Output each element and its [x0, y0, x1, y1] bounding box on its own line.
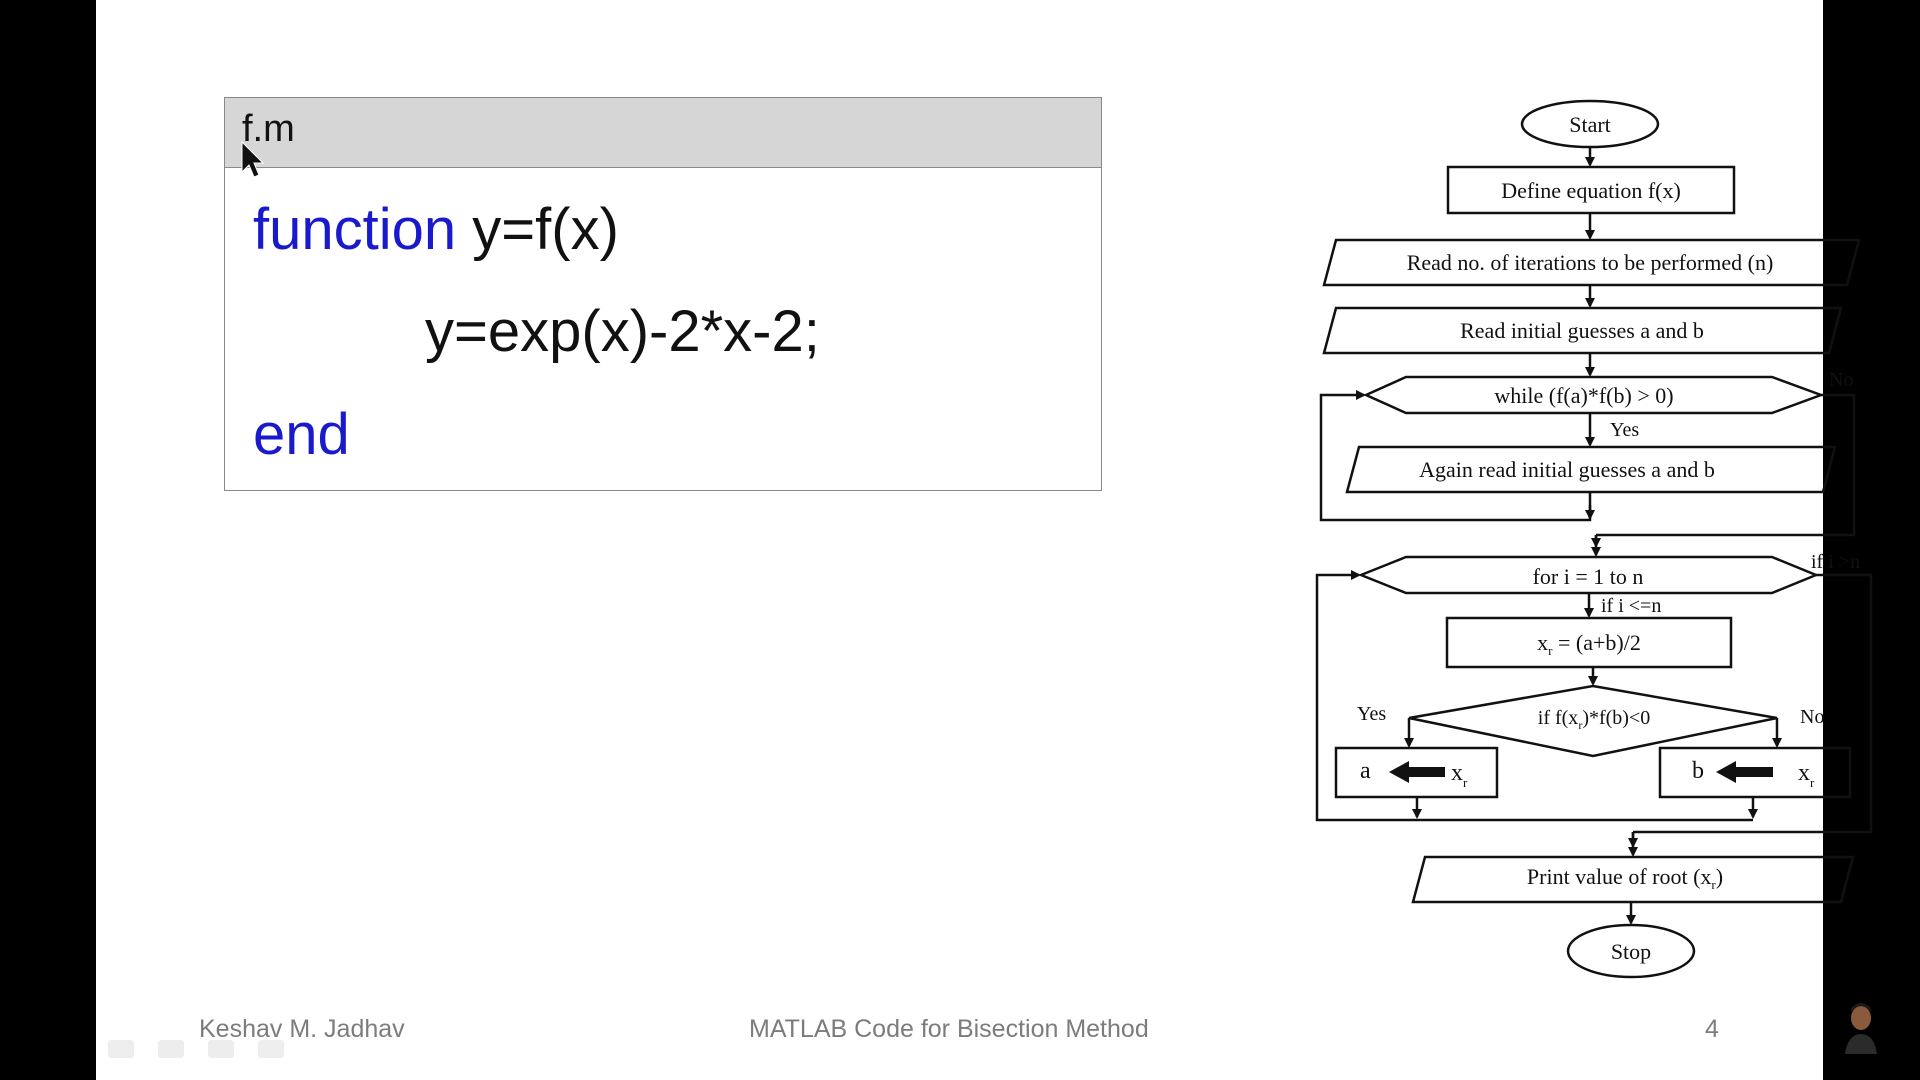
again-read-io-box	[1345, 445, 1837, 494]
previous-slide-icon[interactable]	[108, 1040, 134, 1058]
start-label: Start	[1569, 112, 1611, 137]
read-n-label: Read no. of iterations to be performed (…	[1407, 250, 1774, 275]
while-yes-label: Yes	[1610, 419, 1639, 441]
pen-icon[interactable]	[158, 1040, 184, 1058]
read-ab-label: Read initial guesses a and b	[1460, 318, 1704, 343]
xr-label: xr = (a+b)/2	[1537, 630, 1641, 658]
footer-page-number: 4	[1705, 1015, 1719, 1043]
sign-decision	[1408, 684, 1778, 758]
while-label: while (f(a)*f(b) > 0)	[1494, 383, 1673, 408]
code-line-2: y=exp(x)-2*x-2;	[425, 299, 820, 364]
sign-condition-label: if f(xr)*f(b)<0	[1538, 707, 1650, 732]
a-xr-label: xr	[1451, 760, 1468, 790]
stop-terminal	[1566, 923, 1696, 979]
slideshow-controls	[108, 1040, 284, 1058]
for-label: for i = 1 to n	[1533, 564, 1644, 589]
read-ab-io-box	[1322, 306, 1843, 355]
bisection-flowchart: Start Define equation f(x) Read no. of i…	[1315, 99, 1873, 979]
mouse-cursor-icon	[241, 140, 264, 178]
decision-no-label: No	[1800, 706, 1824, 728]
for-exit-label: if i >n	[1811, 551, 1860, 573]
left-arrow-icon	[1716, 761, 1773, 783]
code-file-header: f.m	[225, 98, 1101, 168]
code-signature: y=f(x)	[456, 197, 619, 262]
define-label: Define equation f(x)	[1501, 178, 1681, 203]
b-xr-label: xr	[1798, 760, 1815, 790]
xr-process-box	[1445, 616, 1733, 669]
assign-arrows	[1389, 761, 1773, 783]
for-continue-label: if i <=n	[1601, 595, 1661, 617]
footer-author: Keshav M. Jadhav	[199, 1015, 405, 1043]
decision-yes-label: Yes	[1357, 703, 1386, 725]
read-n-io-box	[1322, 238, 1861, 287]
while-no-label: No	[1829, 369, 1853, 391]
b-label: b	[1692, 758, 1704, 784]
print-label: Print value of root (xr)	[1527, 864, 1723, 892]
stop-label: Stop	[1611, 939, 1651, 964]
print-io-box	[1411, 855, 1855, 904]
next-slide-icon[interactable]	[258, 1040, 284, 1058]
slide: f.m function y=f(x) y=exp(x)-2*x-2; end	[96, 0, 1873, 1080]
code-line-1: function y=f(x)	[253, 196, 619, 263]
footer-title: MATLAB Code for Bisection Method	[749, 1015, 1149, 1043]
again-read-label: Again read initial guesses a and b	[1419, 457, 1715, 482]
a-label: a	[1360, 758, 1371, 784]
b-assign-box	[1658, 746, 1852, 799]
left-arrow-icon	[1389, 761, 1445, 783]
code-keyword-end: end	[253, 402, 350, 467]
menu-icon[interactable]	[208, 1040, 234, 1058]
presenter-avatar	[1842, 998, 1880, 1054]
code-keyword-function: function	[253, 197, 457, 262]
code-filename: f.m	[242, 108, 295, 150]
code-panel: f.m function y=f(x) y=exp(x)-2*x-2; end	[224, 97, 1102, 491]
